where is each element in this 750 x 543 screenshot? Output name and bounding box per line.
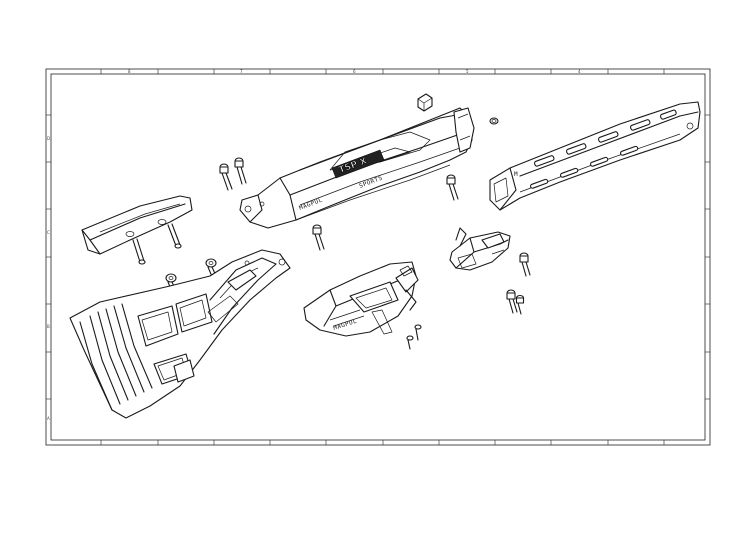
trigger-guard: MAGPUL <box>303 261 419 337</box>
bolt <box>234 157 247 185</box>
bolt <box>446 174 459 201</box>
bolt <box>219 163 233 191</box>
zone-label: C <box>47 230 50 235</box>
chassis-body: TSP X MAGPUL SPORTS <box>239 107 475 229</box>
bolt <box>312 224 325 251</box>
handguard-mark: M <box>514 171 518 178</box>
zone-label: D <box>47 136 50 141</box>
zone-label: A <box>47 416 50 421</box>
zone-label: 8 <box>128 69 131 74</box>
drawing-frame: 8 7 6 5 4 D C B A <box>45 68 711 446</box>
bolt <box>519 252 531 277</box>
stock <box>69 249 291 419</box>
bolt <box>515 294 525 315</box>
cheek-riser <box>81 195 193 265</box>
zone-label: 6 <box>353 69 356 74</box>
small-screw <box>414 324 422 341</box>
small-nut <box>489 117 499 125</box>
spacer-block <box>417 93 433 112</box>
small-screw <box>406 335 414 350</box>
zone-label: 7 <box>240 69 243 74</box>
handguard: M <box>489 101 701 211</box>
bolt <box>506 289 518 314</box>
latch-assembly <box>449 227 511 271</box>
zone-label: B <box>47 324 50 329</box>
zone-label: 4 <box>578 69 581 74</box>
zone-label: 5 <box>466 69 469 74</box>
